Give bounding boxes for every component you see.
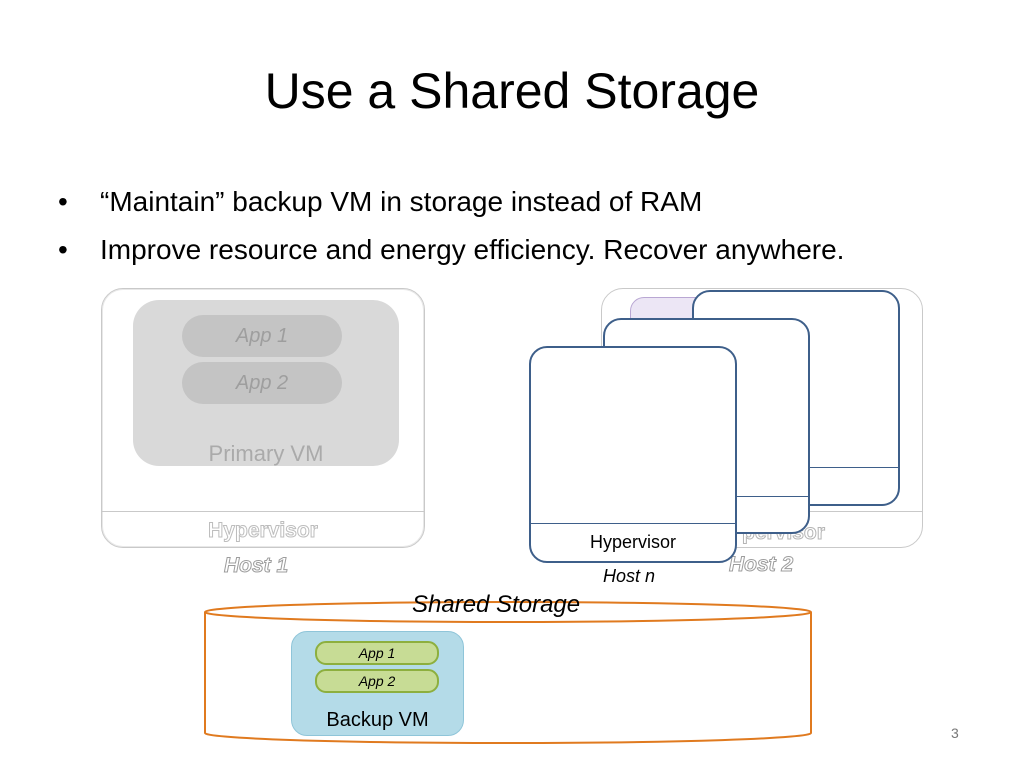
bullet-text: Improve resource and energy efficiency. … [100, 234, 845, 265]
host1-divider [102, 511, 424, 512]
bullet-dot: • [58, 234, 68, 265]
bullet-dot: • [58, 186, 68, 217]
bullet-item: • Improve resource and energy efficiency.… [58, 234, 844, 282]
shared-storage-label: Shared Storage [412, 591, 581, 618]
primary-vm: App 1 App 2 Primary VM [133, 300, 399, 466]
bullet-item: • “Maintain” backup VM in storage instead… [58, 186, 844, 234]
host1-label: Host 1 [223, 554, 289, 578]
hostn-label: Host n [603, 566, 656, 586]
hostn-hypervisor-label: Hypervisor [589, 532, 677, 552]
storage-top [204, 601, 812, 623]
bullet-list: • “Maintain” backup VM in storage instead… [58, 186, 844, 282]
host-card-front: Hypervisor [529, 346, 737, 563]
host2-label: Host 2 [728, 553, 794, 577]
host-card-divider [531, 523, 735, 524]
backup-vm-label: Backup VM [326, 709, 429, 731]
backup-vm: App 1 App 2 Backup VM [291, 631, 464, 736]
host1-hypervisor-label: Hypervisor [208, 519, 319, 543]
page-number: 3 [951, 725, 959, 741]
primary-vm-app-1: App 1 [182, 315, 342, 357]
backup-vm-app-2: App 2 [315, 669, 439, 693]
primary-vm-app-2: App 2 [182, 362, 342, 404]
backup-vm-app-1: App 1 [315, 641, 439, 665]
bullet-text: “Maintain” backup VM in storage instead … [100, 186, 703, 217]
slide-title: Use a Shared Storage [264, 63, 760, 119]
primary-vm-label: Primary VM [208, 441, 324, 466]
